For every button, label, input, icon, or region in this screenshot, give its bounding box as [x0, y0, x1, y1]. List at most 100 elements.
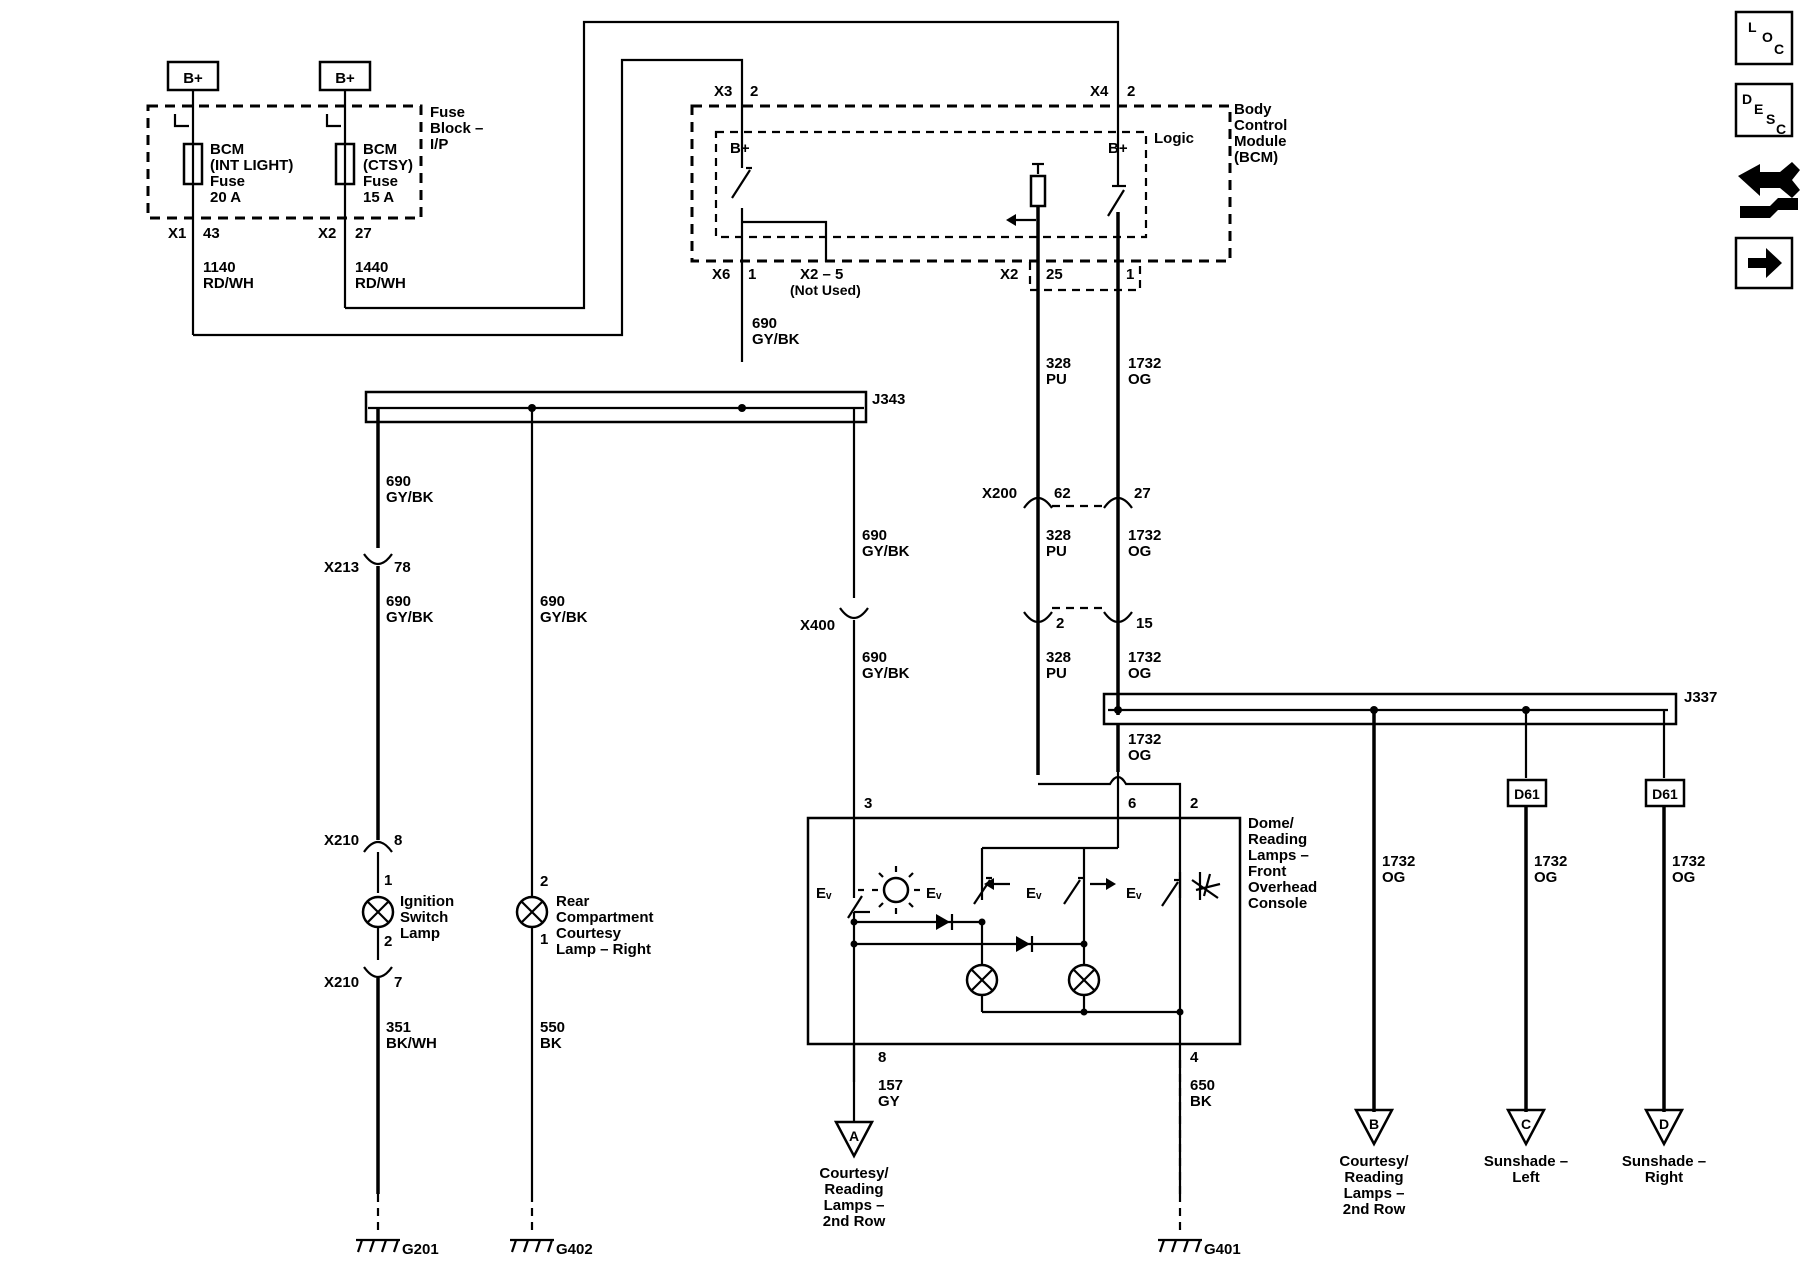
wire-1140 [193, 58, 744, 337]
wire-650-number: 650 [1190, 1077, 1215, 1094]
dome-pin2: 2 [1190, 795, 1198, 812]
wire-328-number: 328 [1046, 355, 1071, 372]
wire-color: BK [540, 1035, 562, 1052]
wire-number: 328 [1046, 527, 1071, 544]
dome-pin4: 4 [1190, 1049, 1199, 1066]
fuse-block-outline [146, 104, 423, 220]
wire-color: RD/WH [203, 275, 254, 292]
pin-2: 2 [1056, 615, 1064, 632]
bcm-x6-pin: 1 [748, 266, 756, 283]
ref-letter: B [1369, 1116, 1379, 1132]
wire-number: 1140 [203, 259, 236, 276]
wire-color: GY/BK [862, 543, 910, 560]
wire-number: 550 [540, 1019, 565, 1036]
next-button[interactable] [1734, 236, 1794, 290]
wire-number: 351 [386, 1019, 411, 1036]
dome-lamp-off-icon [1191, 872, 1221, 900]
wire-number: 690 [540, 593, 565, 610]
wire-color: OG [1128, 747, 1151, 764]
wire-color: GY/BK [386, 609, 434, 626]
ref-letter: A [849, 1128, 859, 1144]
splice-j343-label: J343 [872, 391, 905, 408]
wire-690-color: GY/BK [752, 331, 800, 348]
bcm-outline [690, 104, 1232, 263]
x200-pin27: 27 [1134, 485, 1151, 502]
x210-pin8: 8 [394, 832, 402, 849]
wire-color: GY/BK [386, 489, 434, 506]
bcm-x2-pin25: 25 [1046, 266, 1063, 283]
branch-ignition-lamp: 690 GY/BK X213 78 690 GY/BK X210 8 1 Ign… [324, 408, 454, 1194]
ref-letter: C [1521, 1116, 1531, 1132]
desc-letter-3: S [1766, 111, 1775, 127]
splice-j337: J337 [1102, 689, 1717, 726]
lamp-pin: 1 [540, 931, 548, 948]
x200-pin62: 62 [1054, 485, 1071, 502]
j337-drop-b: 1732 OG [1372, 710, 1415, 1112]
dome-pin8: 8 [878, 1049, 886, 1066]
pin-15: 15 [1136, 615, 1153, 632]
switch-ev-icon: Eᵥ [1026, 885, 1042, 902]
wire-number: 690 [862, 527, 887, 544]
wire-number: 1440 [355, 259, 388, 276]
loc-button[interactable]: L O C [1734, 10, 1794, 66]
wire-number: 690 [386, 473, 411, 490]
x200-label: X200 [982, 485, 1017, 502]
bcm-not-used: (Not Used) [790, 282, 861, 298]
bplus-label: B+ [335, 70, 355, 87]
wire-number: 1732 [1534, 853, 1567, 870]
switch-ev-icon: Eᵥ [1126, 885, 1142, 902]
wire-1440 [345, 20, 1120, 310]
wire-color: RD/WH [355, 275, 406, 292]
connector-inline-2-15: 2 15 328 PU 1732 OG [1023, 606, 1161, 682]
lamp-pin: 2 [540, 873, 548, 890]
lamp-pin: 2 [384, 933, 392, 950]
d61-label: D61 [1514, 786, 1540, 802]
bcm-x4-pin: 2 [1127, 83, 1135, 100]
wire-color: GY/BK [540, 609, 588, 626]
x213-pin: 78 [394, 559, 411, 576]
bcm-x2-5: X2 – 5 [800, 266, 843, 283]
dome-pin3: 3 [864, 795, 872, 812]
j337-drop-d: D61 1732 OG [1644, 710, 1705, 1112]
wire-color: OG [1534, 869, 1557, 886]
j337-drop-c: D61 1732 OG [1506, 710, 1567, 1112]
wire-number: 328 [1046, 649, 1071, 666]
wire-157-number: 157 [878, 1077, 903, 1094]
ground-g402: G402 [510, 1194, 593, 1258]
wire-1732-color: OG [1128, 371, 1151, 388]
loc-letter-1: L [1748, 19, 1757, 35]
desc-letter-4: C [1776, 121, 1786, 137]
bplus-label: B+ [183, 70, 203, 87]
ground-label: G401 [1204, 1241, 1241, 1258]
x2-connector-outline [1028, 262, 1142, 292]
fuse-connector: X1 [168, 225, 186, 242]
wire-number: 1732 [1128, 649, 1161, 666]
loc-letter-3: C [1774, 41, 1784, 57]
desc-letter-1: D [1742, 91, 1752, 107]
wire-number: 1732 [1128, 527, 1161, 544]
x210-pin7: 7 [394, 974, 402, 991]
wire-number: 1732 [1382, 853, 1415, 870]
splice-j343: J343 [364, 390, 905, 424]
desc-button[interactable]: D E S C [1734, 82, 1794, 138]
loc-letter-2: O [1762, 29, 1773, 45]
diagnostic-tools-icon[interactable] [1738, 162, 1800, 218]
bcm-resistor [1006, 162, 1047, 775]
x400-label: X400 [800, 617, 835, 634]
x210-label: X210 [324, 832, 359, 849]
wire-650-color: BK [1190, 1093, 1212, 1110]
wire-to-ground-g401 [1038, 775, 1182, 1194]
wire-690-number: 690 [752, 315, 777, 332]
arrow-right-icon [1748, 248, 1782, 278]
